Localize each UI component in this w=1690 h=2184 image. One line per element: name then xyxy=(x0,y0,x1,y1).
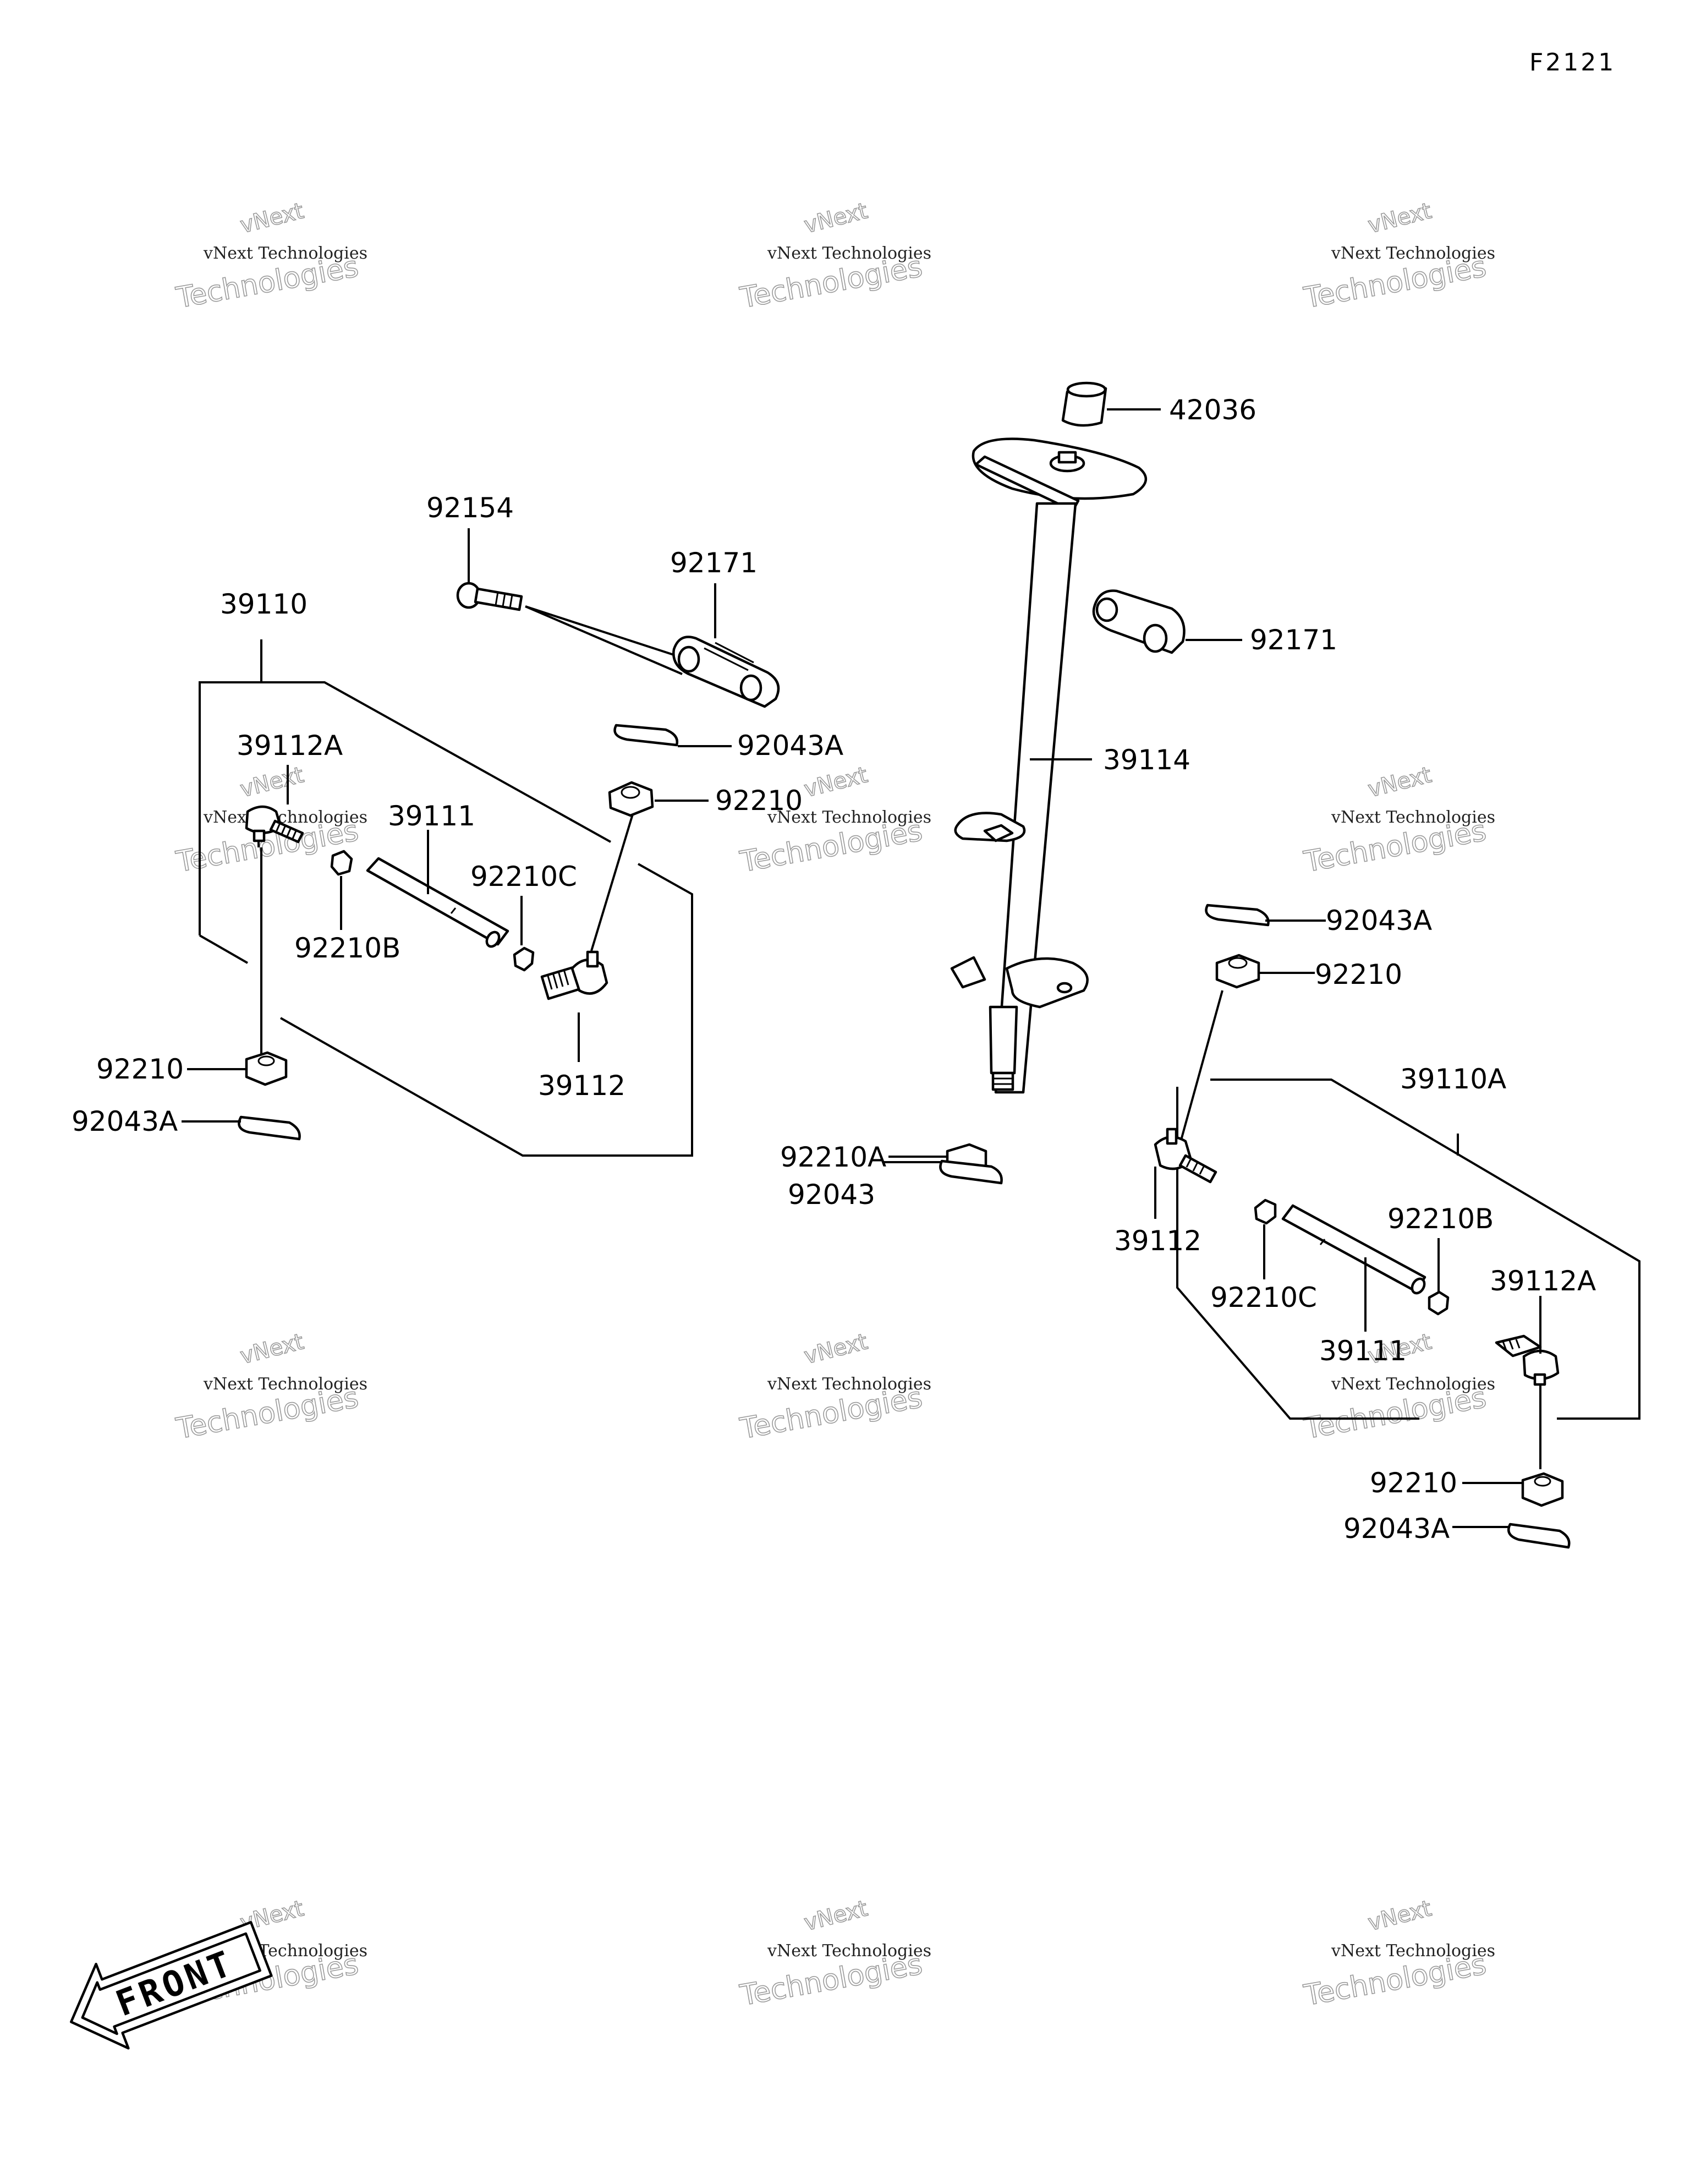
svg-text:vNext Technologies: vNext Technologies xyxy=(767,244,931,263)
leader-line xyxy=(590,814,634,951)
figure-id: F2121 xyxy=(1529,48,1616,76)
part-label-92210b: 92210B xyxy=(294,932,400,964)
watermark: vNext vNext Technologies Technologies xyxy=(737,1895,931,2013)
assembly-bracket-left xyxy=(199,934,248,964)
svg-text:vNext: vNext xyxy=(802,1329,870,1369)
cotter-pin-92043a-bottom-right xyxy=(1507,1523,1571,1549)
part-label-92210b: 92210B xyxy=(1387,1203,1494,1235)
part-label-92210a: 92210A xyxy=(780,1141,886,1173)
svg-text:vNext Technologies: vNext Technologies xyxy=(1331,1941,1495,1961)
svg-text:vNext Technologies: vNext Technologies xyxy=(767,1375,931,1394)
svg-text:vNext Technologies: vNext Technologies xyxy=(203,1375,367,1394)
svg-text:vNext: vNext xyxy=(802,198,870,238)
clamp-92171-left xyxy=(672,636,780,708)
svg-text:vNext Technologies: vNext Technologies xyxy=(1331,808,1495,827)
part-label-92210c: 92210C xyxy=(1210,1282,1317,1313)
assembly-bracket-right xyxy=(1210,1079,1640,1420)
nut-92210b-right xyxy=(1428,1290,1450,1316)
tie-rod-end-39112-right xyxy=(1154,1127,1217,1184)
tie-rod-end-39112-left xyxy=(540,950,608,1000)
svg-text:vNext Technologies: vNext Technologies xyxy=(767,1941,931,1961)
part-label-92210: 92210 xyxy=(1315,959,1402,990)
part-label-39112: 39112 xyxy=(1114,1225,1201,1257)
clamp-92171-right xyxy=(1092,589,1186,654)
svg-text:vNext Technologies: vNext Technologies xyxy=(767,808,931,827)
part-label-92171: 92171 xyxy=(670,547,758,579)
nut-92210c-left xyxy=(513,946,535,972)
cotter-pin-92043a-bottom-left xyxy=(238,1115,301,1141)
watermark: vNext vNext Technologies Technologies xyxy=(1301,1895,1495,2013)
svg-text:vNext: vNext xyxy=(1365,198,1434,238)
part-label-92210c: 92210C xyxy=(470,861,577,893)
nut-92210-top-left xyxy=(608,781,654,817)
watermark: vNext vNext Technologies Technologies xyxy=(1301,198,1495,315)
nut-92210-top-right xyxy=(1215,954,1260,989)
svg-text:vNext Technologies: vNext Technologies xyxy=(1331,244,1495,263)
watermark: vNext vNext Technologies Technologies xyxy=(173,1328,367,1446)
watermark: vNext vNext Technologies Technologies xyxy=(737,762,931,879)
svg-text:vNext Technologies: vNext Technologies xyxy=(203,244,367,263)
leader-line xyxy=(525,605,683,675)
cotter-pin-92043a-top-right xyxy=(1205,904,1270,927)
part-label-39112: 39112 xyxy=(538,1070,625,1102)
part-label-92043a: 92043A xyxy=(72,1105,178,1137)
part-label-39111: 39111 xyxy=(388,800,475,832)
nut-92210c-right xyxy=(1254,1198,1277,1225)
part-label-92043a: 92043A xyxy=(737,730,843,762)
part-label-42036: 42036 xyxy=(1169,394,1256,426)
leader-line xyxy=(1173,990,1223,1164)
cotter-pin-92043a-top-left xyxy=(613,724,679,747)
part-label-92171: 92171 xyxy=(1250,624,1337,656)
part-label-39111: 39111 xyxy=(1319,1335,1407,1367)
part-label-39112a: 39112A xyxy=(1490,1265,1596,1297)
cap-42036 xyxy=(1061,381,1107,427)
assembly-bracket-right xyxy=(1176,1087,1419,1420)
svg-text:vNext: vNext xyxy=(802,762,870,802)
watermark: vNext vNext Technologies Technologies xyxy=(737,1328,931,1446)
tie-rod-39111-right xyxy=(1281,1204,1426,1295)
part-label-39110a: 39110A xyxy=(1400,1063,1506,1095)
part-label-92210: 92210 xyxy=(715,785,803,817)
watermark: vNext vNext Technologies Technologies xyxy=(173,198,367,315)
part-label-92043a: 92043A xyxy=(1326,905,1432,937)
svg-text:vNext Technologies: vNext Technologies xyxy=(1331,1375,1495,1394)
part-label-92043a: 92043A xyxy=(1343,1513,1450,1545)
nut-92210-bottom-right xyxy=(1521,1472,1564,1507)
svg-text:vNext: vNext xyxy=(1365,1896,1434,1936)
nut-92210-bottom-left xyxy=(245,1051,288,1086)
watermark-group: vNext vNext Technologies Technologies vN… xyxy=(173,198,1495,2013)
part-label-39114: 39114 xyxy=(1103,744,1190,776)
front-direction-arrow: FRONT xyxy=(70,1921,273,2050)
svg-text:vNext: vNext xyxy=(802,1896,870,1936)
svg-text:vNext: vNext xyxy=(238,1329,306,1369)
steering-shaft-39114 xyxy=(950,437,1148,1094)
nut-92210b-left xyxy=(330,850,353,876)
ball-joint-39112a-right xyxy=(1495,1334,1560,1386)
cotter-pin-92043 xyxy=(939,1159,1003,1185)
part-label-92154: 92154 xyxy=(426,492,514,524)
watermark: vNext vNext Technologies Technologies xyxy=(1301,762,1495,879)
bolt-92154 xyxy=(456,582,523,611)
tie-rod-39111-left xyxy=(366,857,509,948)
svg-text:vNext: vNext xyxy=(238,198,306,238)
part-label-92043: 92043 xyxy=(788,1179,875,1211)
leader-line xyxy=(525,605,683,659)
svg-text:vNext Technologies: vNext Technologies xyxy=(203,808,367,827)
part-label-92210: 92210 xyxy=(1370,1467,1457,1499)
ball-joint-39112a-left xyxy=(245,805,304,847)
watermark: vNext vNext Technologies Technologies xyxy=(737,198,931,315)
part-label-39112a: 39112A xyxy=(237,730,343,762)
part-label-39110: 39110 xyxy=(220,588,308,620)
svg-text:vNext: vNext xyxy=(238,762,306,802)
assembly-bracket-left xyxy=(280,863,693,1157)
part-label-92210: 92210 xyxy=(96,1053,184,1085)
svg-text:vNext: vNext xyxy=(1365,762,1434,802)
